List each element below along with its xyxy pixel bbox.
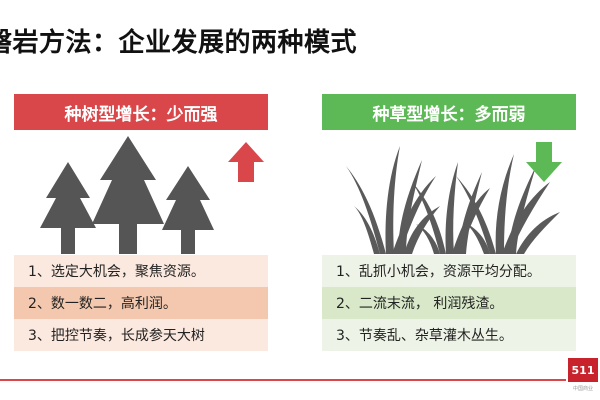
list-item: 2、二流末流， 利润残渣。 (322, 287, 576, 319)
list-item: 3、把控节奏，长成参天大树 (14, 319, 268, 351)
list-item: 3、节奏乱、杂草灌木丛生。 (322, 319, 576, 351)
grass-growth-list: 1、乱抓小机会，资源平均分配。 2、二流末流， 利润残渣。 3、节奏乱、杂草灌木… (322, 255, 576, 351)
grass-scene (340, 136, 595, 256)
up-arrow-icon (228, 142, 264, 182)
list-item: 2、数一数二，高利润。 (14, 287, 268, 319)
brand-logo-caption: 中国商业 (572, 386, 593, 392)
brand-logo: 511 (568, 358, 598, 382)
tree-growth-list: 1、选定大机会，聚焦资源。 2、数一数二，高利润。 3、把控节奏，长成参天大树 (14, 255, 268, 351)
trees-icon (40, 136, 264, 254)
list-item: 1、选定大机会，聚焦资源。 (14, 255, 268, 287)
list-item: 1、乱抓小机会，资源平均分配。 (322, 255, 576, 287)
grass-growth-header: 种草型增长：多而弱 (322, 94, 576, 130)
tree-scene (30, 136, 280, 256)
tree-growth-header: 种树型增长：少而强 (14, 94, 268, 130)
grass-icon (346, 142, 562, 254)
down-arrow-icon (526, 142, 562, 182)
slide-title: 磐岩方法：企业发展的两种模式 (0, 28, 358, 58)
footer-divider (0, 379, 566, 381)
